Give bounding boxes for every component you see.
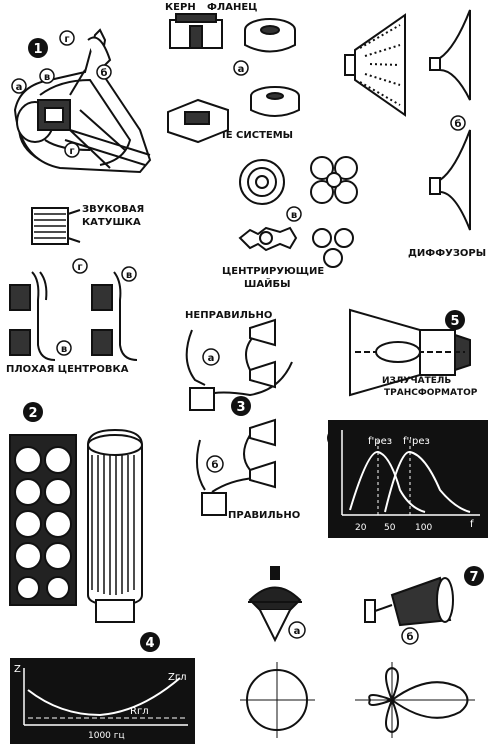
label-centering-2: ШАЙБЫ xyxy=(244,277,290,290)
label-1000hz: 1000 гц xyxy=(88,731,125,741)
washers-label-v: в xyxy=(291,210,297,221)
voice-coil xyxy=(31,207,81,245)
figure-2-speaker-column xyxy=(9,428,143,623)
centering-washers xyxy=(238,156,358,268)
label-right: ПРАВИЛЬНО xyxy=(228,510,300,521)
figure-1-number: 1 xyxy=(33,42,42,57)
polar-pattern-omni xyxy=(240,662,315,738)
figure-4-number: 4 xyxy=(145,636,154,651)
figure-1-speaker-cutaway xyxy=(13,28,152,174)
label-transformer: ТРАНСФОРМАТОР xyxy=(384,388,478,398)
label-f1: f'рез xyxy=(368,436,392,447)
fig1-label-a: а xyxy=(16,82,23,93)
coil-label-g: г xyxy=(77,262,82,273)
tick-100: 100 xyxy=(415,523,432,533)
figure-5-number: 5 xyxy=(450,314,459,329)
fig7-label-a: а xyxy=(294,626,301,637)
fig7-label-b: б xyxy=(407,631,414,643)
figure-3-number: 3 xyxy=(236,400,245,415)
label-diffusers: ДИФФУЗОРЫ xyxy=(408,248,486,259)
impedance-curve xyxy=(27,677,181,717)
label-coil-1: ЗВУКОВАЯ xyxy=(82,204,144,215)
diffusers-label-b: б xyxy=(455,118,462,130)
resonance-curve-1 xyxy=(349,451,426,513)
fig1-label-g-bottom: г xyxy=(69,146,74,157)
figure-4-number-badge xyxy=(140,632,160,652)
figure-2-number: 2 xyxy=(28,406,37,421)
fig1-label-v: в xyxy=(44,72,50,83)
tick-20: 20 xyxy=(355,523,367,533)
label-rgl: Rгл xyxy=(130,706,149,717)
label-wrong: НЕПРАВИЛЬНО xyxy=(185,310,272,321)
figure-3-wrong-wiring xyxy=(185,318,293,411)
magnet-systems xyxy=(167,13,300,144)
resonance-curve-2 xyxy=(384,451,471,513)
centering-label-v-top: в xyxy=(126,270,132,281)
figure-3-number-badge xyxy=(231,396,251,416)
figure-5-number-badge xyxy=(445,310,465,330)
figure-5-horn-emitter xyxy=(349,308,471,397)
tick-50: 50 xyxy=(384,523,396,533)
label-zgl: Zгл xyxy=(168,672,187,683)
label-centering-1: ЦЕНТРИРУЮЩИЕ xyxy=(222,266,324,277)
label-flange: ФЛАНЕЦ xyxy=(207,2,257,13)
bad-centering-details xyxy=(9,271,138,361)
diffusers xyxy=(344,9,471,231)
fig1-label-g-top: г xyxy=(64,34,69,45)
figure-3-right-wiring xyxy=(195,418,276,516)
axis-f: f xyxy=(470,519,474,530)
figure-7-number-badge xyxy=(464,566,484,586)
label-emitter: ИЗЛУЧАТЕЛЬ xyxy=(382,376,451,386)
fig1-label-b: б xyxy=(101,67,108,79)
fig3-label-b: б xyxy=(212,459,219,471)
figure-4-impedance-plot xyxy=(10,658,195,744)
label-systems: IE СИСТЕМЫ xyxy=(222,130,293,141)
axis-z: Z xyxy=(14,664,21,675)
label-core: КЕРН xyxy=(165,2,196,13)
centering-label-v-bottom: в xyxy=(61,344,67,355)
polar-pattern-directional xyxy=(355,662,475,738)
fig3-label-a: а xyxy=(208,353,215,364)
figure-1-number-badge xyxy=(28,38,48,58)
figure-6-resonance-plot xyxy=(328,420,488,538)
systems-label-a: а xyxy=(238,64,245,75)
label-bad-centering: ПЛОХАЯ ЦЕНТРОВКА xyxy=(6,364,129,375)
figure-7-number: 7 xyxy=(469,570,478,585)
figure-7-mushroom-speaker xyxy=(248,566,302,643)
label-coil-2: КАТУШКА xyxy=(82,217,141,228)
label-f2: f''рез xyxy=(403,436,430,447)
figure-7-horn-speaker xyxy=(364,576,454,627)
figure-2-number-badge xyxy=(23,402,43,422)
